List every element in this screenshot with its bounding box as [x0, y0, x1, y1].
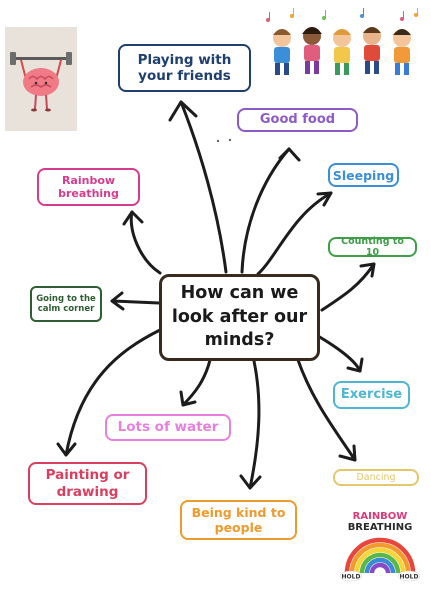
node-exercise: Exercise	[333, 381, 410, 409]
node-rainbow-breathing-text: Rainbow breathing	[58, 173, 119, 200]
node-sleeping: Sleeping	[328, 163, 399, 187]
arrowhead-good-food	[278, 147, 301, 162]
poster-title-line1: RAINBOW	[353, 511, 408, 522]
node-counting-to-10: Counting to 10	[328, 235, 417, 258]
arrowhead-counting	[359, 262, 376, 278]
node-playing-with-friends-text: Playing with your friends	[137, 51, 232, 84]
poster-hold-left: HOLD	[342, 574, 361, 581]
arrow-counting	[320, 262, 376, 312]
node-lots-of-water-text: Lots of water	[117, 419, 219, 436]
brain-lifting-weights-icon	[10, 52, 72, 112]
rainbow-breathing-poster: RAINBOW BREATHING HOLD HOLD	[338, 505, 423, 595]
rainbow-icon: RAINBOW BREATHING HOLD HOLD	[339, 511, 421, 582]
node-good-food-text: Good food	[259, 112, 336, 128]
stray-dot	[216, 139, 220, 143]
node-calm-corner-text: Going to the calm corner	[36, 293, 96, 314]
arrowhead-playing	[168, 100, 198, 122]
node-calm-corner: Going to the calm corner	[30, 286, 102, 322]
poster-hold-right: HOLD	[400, 574, 419, 581]
arrowhead-sleeping	[316, 191, 333, 207]
arrowhead-water	[179, 390, 197, 407]
node-painting-or-drawing: Painting or drawing	[28, 462, 147, 505]
node-being-kind-text: Being kind to people	[191, 505, 286, 535]
center-question: How can we look after our minds?	[159, 274, 320, 361]
node-sleeping-text: Sleeping	[332, 167, 395, 183]
arrow-playing	[179, 100, 228, 274]
kids-image	[262, 8, 422, 80]
node-playing-with-friends: Playing with your friends	[118, 44, 251, 92]
poster-title-line2: BREATHING	[348, 522, 413, 533]
arrow-calm	[110, 299, 161, 305]
stray-dot	[228, 138, 232, 142]
arrow-sleeping	[256, 191, 333, 276]
children-dancing-icon	[266, 8, 418, 75]
arrow-dancing	[296, 358, 357, 462]
arrowhead-exercise	[346, 357, 364, 373]
arrowhead-dancing	[338, 444, 357, 462]
node-lots-of-water: Lots of water	[105, 414, 231, 441]
node-counting-to-10-text: Counting to 10	[341, 235, 404, 258]
arrow-rainbow	[129, 210, 162, 275]
arrow-painting	[64, 328, 162, 457]
node-painting-or-drawing-text: Painting or drawing	[45, 467, 130, 500]
arrowhead-calm	[110, 291, 125, 311]
center-question-text: How can we look after our minds?	[171, 283, 308, 351]
node-exercise-text: Exercise	[340, 387, 403, 403]
node-good-food: Good food	[237, 108, 358, 132]
arrow-good-food	[240, 147, 291, 274]
arrowhead-kind	[239, 474, 262, 490]
brain-image	[5, 27, 77, 131]
arrowhead-painting	[56, 442, 77, 457]
arrow-exercise	[316, 334, 362, 373]
node-dancing-text: Dancing	[356, 471, 396, 483]
node-dancing: Dancing	[333, 469, 419, 486]
arrow-kind	[248, 359, 261, 490]
arrow-water	[181, 358, 212, 407]
node-being-kind: Being kind to people	[180, 500, 297, 540]
node-rainbow-breathing: Rainbow breathing	[37, 168, 140, 206]
arrowhead-rainbow	[122, 210, 144, 226]
